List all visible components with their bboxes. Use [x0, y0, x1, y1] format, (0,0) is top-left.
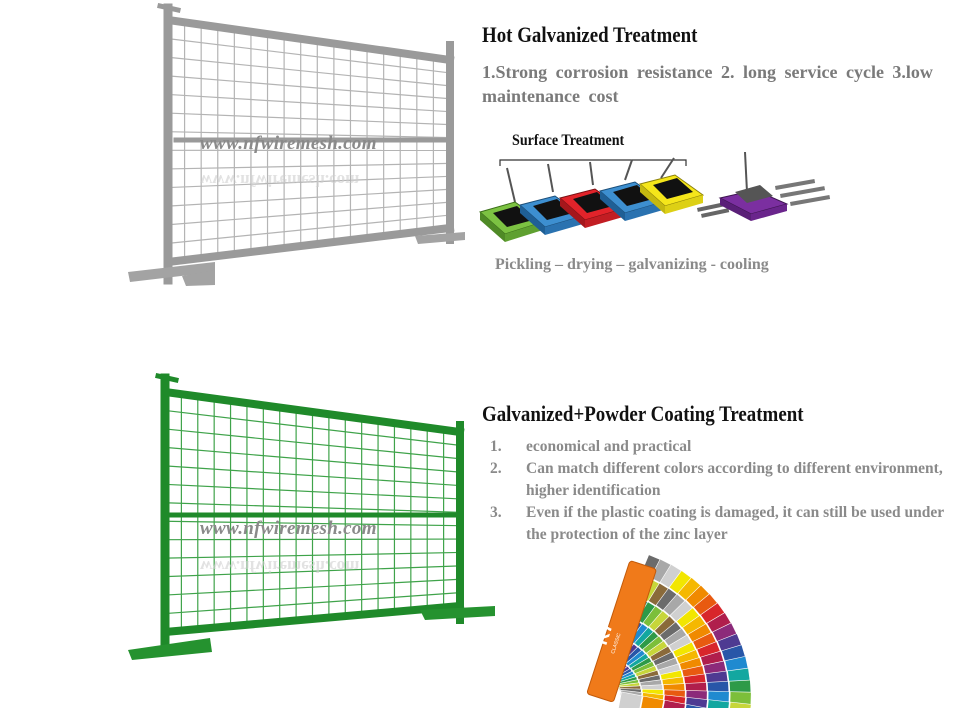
benefits-list: 1. economical and practical 2. Can match…: [490, 436, 950, 546]
section1-title: Hot Galvanized Treatment: [482, 22, 698, 47]
galvanized-fence-image: [128, 3, 465, 286]
surface-treatment-bracket: [499, 159, 687, 166]
fence-feet: [128, 232, 465, 286]
watermark-reflection-2: www.nfwiremesh.com: [200, 557, 360, 576]
fence-frame: [155, 373, 465, 655]
tank-red: [558, 188, 625, 228]
process-caption: Pickling – drying – galvanizing - coolin…: [495, 256, 769, 273]
list-item: 3. Even if the plastic coating is damage…: [490, 504, 944, 543]
tank-blue-2: [598, 181, 665, 221]
tank-green: [478, 201, 545, 242]
section2-title: Galvanized+Powder Coating Treatment: [482, 401, 804, 426]
fence-frame: [157, 3, 455, 285]
list-item: 2. Can match different colors according …: [490, 460, 943, 499]
tank-purple: [718, 185, 789, 221]
process-tanks-illustration: [478, 151, 831, 242]
watermark-reflection: www.nfwiremesh.com: [200, 171, 360, 190]
tank-yellow: [638, 174, 705, 214]
fence-feet: [128, 606, 495, 660]
watermark-text-2: www.nfwiremesh.com: [200, 518, 377, 539]
powder-coated-fence-image: [128, 373, 495, 660]
ral-color-fan-image: RAL K7 CLASSIC: [584, 554, 752, 708]
fence-mesh: [167, 22, 451, 260]
list-item: 1. economical and practical: [490, 438, 692, 455]
section1-description: 1.Strong corrosion resistance 2. long se…: [482, 62, 933, 106]
watermark-text: www.nfwiremesh.com: [200, 133, 377, 154]
surface-treatment-label: Surface Treatment: [512, 132, 625, 149]
